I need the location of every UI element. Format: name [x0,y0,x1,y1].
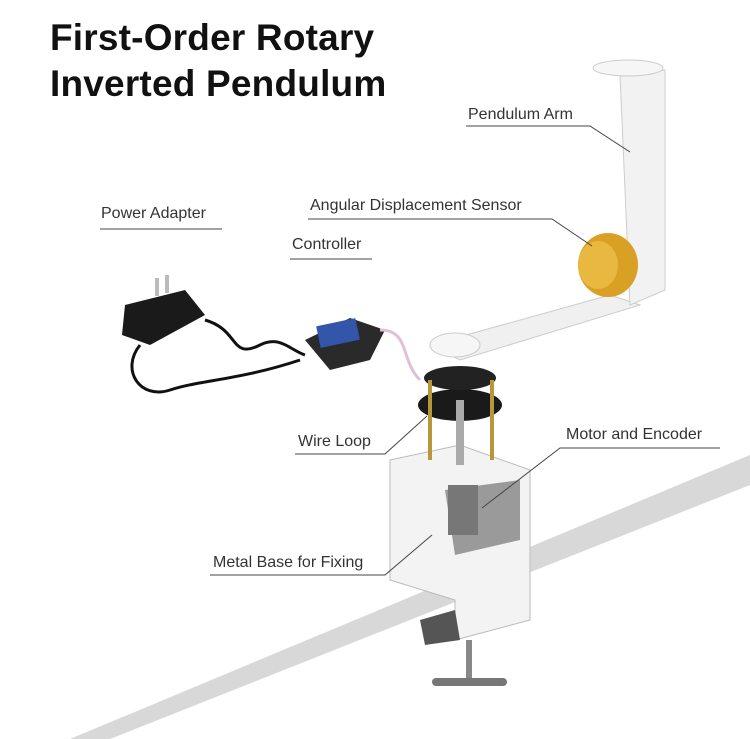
angular-sensor-image [578,233,638,297]
title-line-1: First-Order Rotary [50,17,375,58]
label-metal-base: Metal Base for Fixing [213,554,364,571]
label-angular-sensor: Angular Displacement Sensor [310,197,522,214]
label-motor-encoder: Motor and Encoder [566,426,703,443]
label-pendulum-arm: Pendulum Arm [468,106,573,123]
wire-loop-image [418,366,502,465]
table-edge [70,455,750,739]
metal-base-image [389,444,531,686]
label-power-adapter: Power Adapter [101,205,206,222]
title-line-2: Inverted Pendulum [50,63,387,104]
power-adapter-image [122,275,306,394]
controller-image [305,318,422,382]
label-wire-loop: Wire Loop [298,433,371,450]
leader-lines [100,125,720,576]
label-controller: Controller [292,236,362,253]
